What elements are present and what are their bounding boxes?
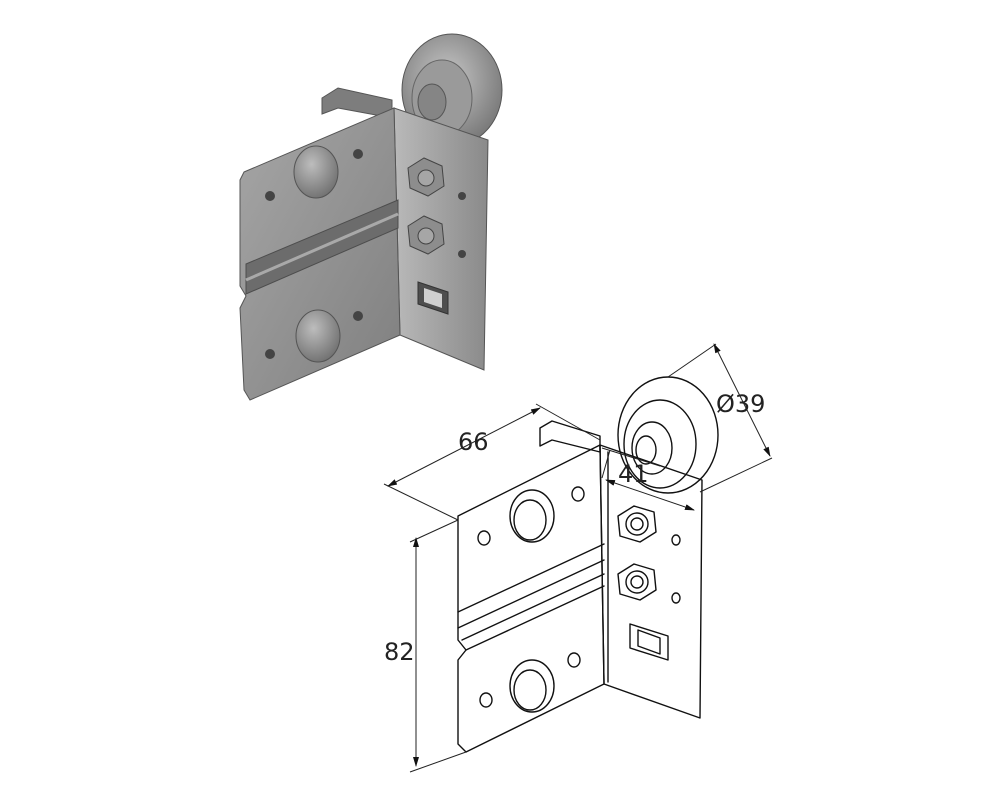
dimension-diameter-label: Ø39 (716, 390, 765, 418)
rendered-bracket (239, 33, 503, 401)
dimension-width-label: 66 (458, 428, 489, 456)
bolt-lower (617, 563, 657, 601)
dimension-width: 66 (383, 403, 601, 521)
dimension-diameter: Ø39 (667, 343, 773, 493)
dimension-height-label: 82 (384, 638, 415, 666)
dimension-depth-label: 41 (618, 460, 649, 488)
dimension-depth: 41 (601, 447, 695, 511)
dimension-height: 82 (384, 519, 467, 773)
bolt-upper (617, 505, 657, 543)
